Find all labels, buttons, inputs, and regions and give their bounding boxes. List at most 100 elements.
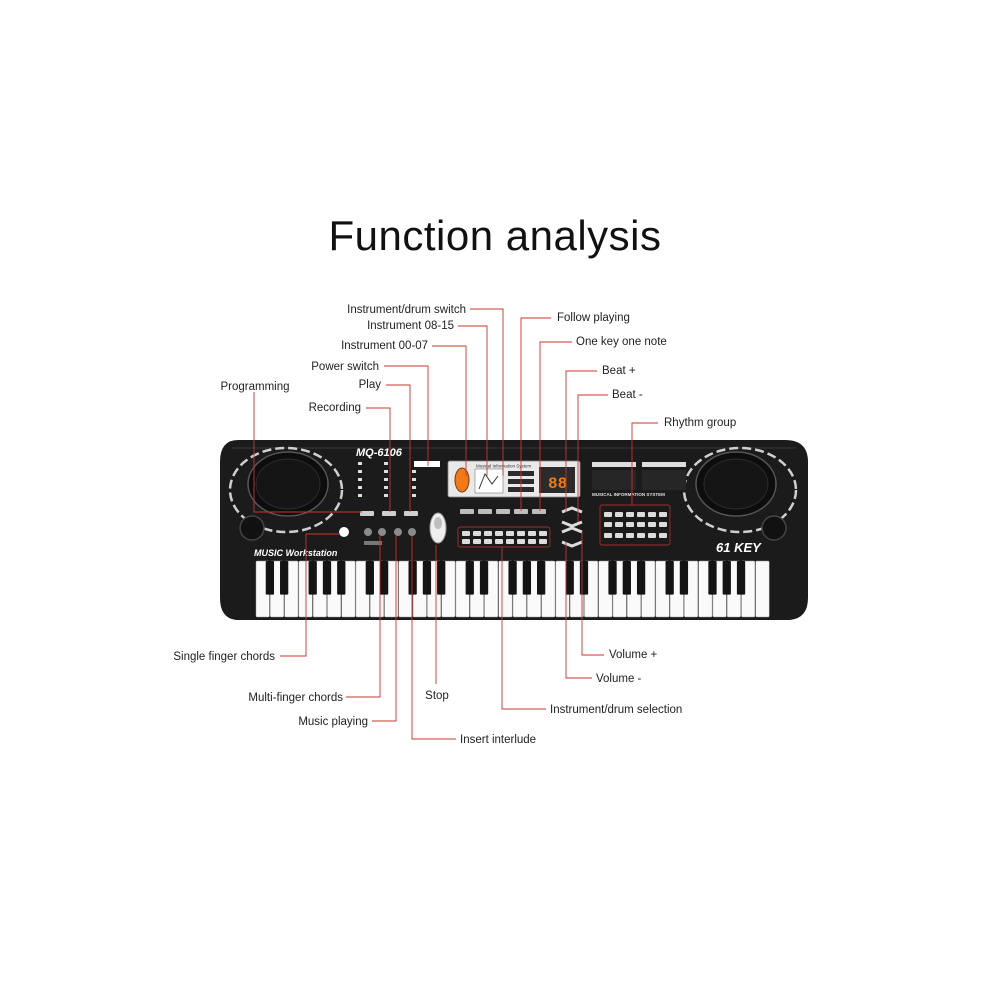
rhythm-key[interactable] xyxy=(626,533,634,538)
rhythm-key[interactable] xyxy=(604,533,612,538)
instrument-key[interactable] xyxy=(473,539,481,544)
demo-button[interactable] xyxy=(394,528,402,536)
black-key[interactable] xyxy=(265,561,275,595)
black-key[interactable] xyxy=(337,561,346,595)
leader-instrument-drum-selection xyxy=(501,547,546,710)
display-panel: Musical Information System 88 xyxy=(447,460,581,498)
black-key[interactable] xyxy=(679,561,689,595)
black-key[interactable] xyxy=(437,561,446,595)
label-programming: Programming xyxy=(220,381,289,393)
rhythm-key[interactable] xyxy=(604,522,612,527)
rhythm-key[interactable] xyxy=(626,522,634,527)
volume-up-button[interactable] xyxy=(561,526,583,534)
instrument-key[interactable] xyxy=(473,531,481,536)
black-key[interactable] xyxy=(465,561,474,595)
black-key[interactable] xyxy=(479,561,489,595)
rhythm-key[interactable] xyxy=(615,522,623,527)
leader-rhythm-group xyxy=(631,422,658,505)
black-key[interactable] xyxy=(508,561,517,595)
leader-multi-finger-chords xyxy=(346,536,381,698)
leader-programming xyxy=(253,392,362,513)
leader-instrument-00-07 xyxy=(432,345,467,476)
black-key[interactable] xyxy=(537,561,546,595)
callout-labels: Instrument/drum switch Instrument 08-15 … xyxy=(173,304,736,746)
tempo-up-button[interactable] xyxy=(561,506,583,514)
leader-recording xyxy=(366,407,391,512)
instrument-key[interactable] xyxy=(462,539,470,544)
black-key[interactable] xyxy=(708,561,717,595)
leader-beat-plus xyxy=(565,370,597,512)
black-key[interactable] xyxy=(636,561,646,595)
leader-beat-minus xyxy=(577,394,608,522)
black-key[interactable] xyxy=(522,561,532,595)
black-key[interactable] xyxy=(665,561,674,595)
rhythm-key[interactable] xyxy=(615,533,623,538)
instrument-key[interactable] xyxy=(517,531,525,536)
multi-finger-button[interactable] xyxy=(364,528,372,536)
rhythm-key[interactable] xyxy=(659,522,667,527)
program-button[interactable] xyxy=(360,511,374,516)
label-beat-plus: Beat + xyxy=(602,365,636,377)
instrument-key[interactable] xyxy=(528,539,536,544)
black-key[interactable] xyxy=(379,561,389,595)
rhythm-key[interactable] xyxy=(637,533,645,538)
fill-in-button[interactable] xyxy=(408,528,416,536)
instrument-key[interactable] xyxy=(462,531,470,536)
label-instrument-00-07: Instrument 00-07 xyxy=(341,340,428,352)
record-button[interactable] xyxy=(382,511,396,516)
rhythm-key[interactable] xyxy=(637,512,645,517)
rhythm-key[interactable] xyxy=(626,512,634,517)
rhythm-key[interactable] xyxy=(648,522,656,527)
black-key[interactable] xyxy=(308,561,317,595)
rhythm-key[interactable] xyxy=(604,512,612,517)
black-key[interactable] xyxy=(722,561,731,595)
black-key[interactable] xyxy=(736,561,746,595)
instrument-key[interactable] xyxy=(517,539,525,544)
black-key[interactable] xyxy=(365,561,374,595)
music-play-button[interactable] xyxy=(378,528,386,536)
instrument-key[interactable] xyxy=(484,531,492,536)
rhythm-list: MUSICAL INFORMATION SYSTEM xyxy=(592,462,686,497)
instrument-key[interactable] xyxy=(506,531,514,536)
black-key[interactable] xyxy=(622,561,631,595)
instrument-key[interactable] xyxy=(528,531,536,536)
right-speaker xyxy=(682,446,798,541)
rhythm-key[interactable] xyxy=(615,512,623,517)
instrument-key[interactable] xyxy=(539,531,547,536)
rhythm-key[interactable] xyxy=(648,512,656,517)
rhythm-key[interactable] xyxy=(659,533,667,538)
volume-down-button[interactable] xyxy=(561,540,583,548)
instrument-key[interactable] xyxy=(484,539,492,544)
leader-play xyxy=(386,384,411,512)
black-key[interactable] xyxy=(422,561,432,595)
black-key[interactable] xyxy=(280,561,289,595)
label-instrument-drum-selection: Instrument/drum selection xyxy=(550,704,682,716)
rhythm-key[interactable] xyxy=(648,533,656,538)
leader-instrument-drum-switch xyxy=(470,308,504,476)
instrument-key[interactable] xyxy=(539,539,547,544)
instrument-key[interactable] xyxy=(495,539,503,544)
tempo-volume-controls xyxy=(561,506,583,548)
black-key[interactable] xyxy=(579,561,589,595)
rhythm-key[interactable] xyxy=(659,512,667,517)
rhythm-key[interactable] xyxy=(637,522,645,527)
display-title: Musical Information System xyxy=(476,464,532,469)
label-instrument-08-15: Instrument 08-15 xyxy=(367,320,454,332)
leader-volume-minus xyxy=(565,542,592,679)
black-key[interactable] xyxy=(565,561,574,595)
instrument-key[interactable] xyxy=(506,539,514,544)
black-key[interactable] xyxy=(322,561,332,595)
label-multi-finger-chords: Multi-finger chords xyxy=(248,692,343,704)
label-single-finger-chords: Single finger chords xyxy=(173,651,275,663)
play-button[interactable] xyxy=(404,511,418,516)
black-key[interactable] xyxy=(408,561,417,595)
key-count-label: 61 KEY xyxy=(716,540,762,555)
instrument-key[interactable] xyxy=(495,531,503,536)
black-key[interactable] xyxy=(608,561,617,595)
single-finger-button[interactable] xyxy=(339,527,349,537)
label-volume-minus: Volume - xyxy=(596,673,642,685)
tempo-down-button[interactable] xyxy=(561,520,583,528)
white-key[interactable] xyxy=(755,560,770,618)
instrument-select-buttons xyxy=(462,531,547,544)
led-display xyxy=(539,467,575,493)
